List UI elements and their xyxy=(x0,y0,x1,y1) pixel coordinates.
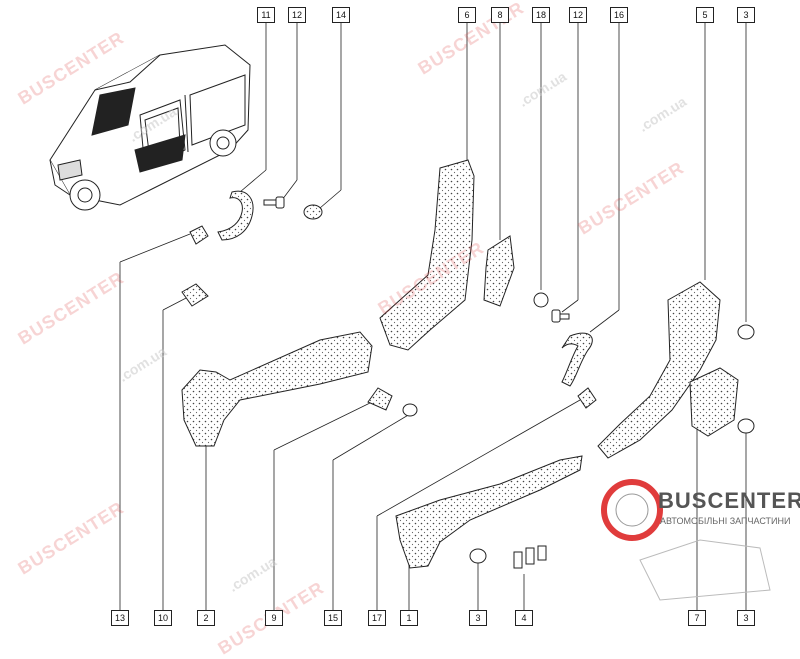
part-16-bracket xyxy=(561,332,593,387)
part-3-nut-bottom xyxy=(469,548,487,564)
callout-top-8: 16 xyxy=(610,7,628,23)
part-12-bolt-right xyxy=(551,309,570,323)
callout-top-3: 14 xyxy=(332,7,350,23)
callout-bottom-7: 1 xyxy=(400,610,418,626)
callout-bottom-2: 10 xyxy=(154,610,172,626)
part-17-clip xyxy=(577,387,597,409)
part-2-sill-trim xyxy=(181,331,373,447)
logo-subtitle: АВТОМОБІЛЬНІ ЗАПЧАСТИНИ xyxy=(660,516,791,526)
callout-bottom-11: 3 xyxy=(737,610,755,626)
callout-bottom-10: 7 xyxy=(688,610,706,626)
part-12-bolt xyxy=(263,196,285,209)
callout-top-1: 11 xyxy=(257,7,275,23)
leader-lines xyxy=(119,22,747,610)
part-9-clip xyxy=(367,387,393,411)
callout-top-2: 12 xyxy=(288,7,306,23)
callout-bottom-9: 4 xyxy=(515,610,533,626)
buscenter-logo-icon xyxy=(601,479,771,601)
callout-top-9: 5 xyxy=(696,7,714,23)
part-10-clip xyxy=(181,283,209,307)
part-18-nut xyxy=(533,292,549,308)
callout-bottom-6: 17 xyxy=(368,610,386,626)
part-11-bracket xyxy=(217,190,254,241)
van-illustration-icon xyxy=(49,44,251,211)
part-7-cover xyxy=(689,367,739,437)
callout-bottom-5: 15 xyxy=(324,610,342,626)
part-13-clip xyxy=(189,225,209,245)
part-4-clips xyxy=(513,545,547,569)
part-1-front-sill xyxy=(395,455,583,569)
callout-bottom-8: 3 xyxy=(469,610,487,626)
callout-bottom-3: 2 xyxy=(197,610,215,626)
logo-brand: BUSCENTER xyxy=(658,488,800,513)
callout-top-4: 6 xyxy=(458,7,476,23)
callout-bottom-1: 13 xyxy=(111,610,129,626)
part-14-clip xyxy=(303,204,323,220)
callout-bottom-4: 9 xyxy=(265,610,283,626)
callout-top-7: 12 xyxy=(569,7,587,23)
part-3-nut-mid xyxy=(737,418,755,434)
callout-top-10: 3 xyxy=(737,7,755,23)
part-3-nut-top xyxy=(737,324,755,340)
part-8-cover xyxy=(483,235,515,307)
part-6-pillar-trim xyxy=(379,159,475,351)
part-5-rear-trim xyxy=(597,281,721,459)
callout-top-6: 18 xyxy=(532,7,550,23)
part-15-fastener xyxy=(402,403,418,417)
callout-top-5: 8 xyxy=(491,7,509,23)
